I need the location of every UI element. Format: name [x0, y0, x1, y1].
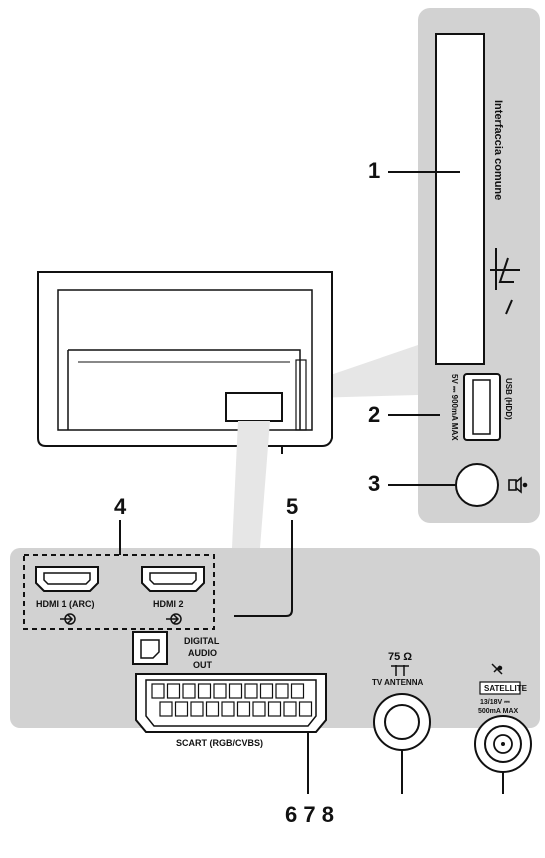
digital-audio-out-port: [132, 631, 168, 665]
satellite-rating-1: 13/18V ⎓: [480, 699, 510, 706]
scart-pin: [151, 683, 165, 699]
scart-pin: [290, 683, 305, 699]
tv-terminal-area: [225, 392, 283, 422]
scart-label: SCART (RGB/CVBS): [176, 738, 263, 748]
callout-2: 2: [368, 402, 380, 427]
satellite-rating-2: 500mA MAX: [478, 708, 519, 715]
hdmi1-port: [35, 566, 99, 592]
common-interface-slot: [435, 33, 485, 365]
hdmi1-input-icon: [60, 613, 76, 625]
scart-pin: [174, 701, 189, 717]
digital-audio-label-2: AUDIO: [188, 648, 217, 658]
scart-pin: [205, 701, 220, 717]
scart-pin: [221, 701, 235, 717]
usb-port: [463, 373, 501, 441]
scart-pin: [166, 683, 181, 699]
scart-pin: [252, 701, 266, 717]
scart-pin: [213, 683, 227, 699]
callout-3: 3: [368, 471, 380, 496]
antenna-ohm-label: 75 Ω: [388, 651, 412, 663]
callout-5-leader: [234, 520, 293, 617]
antenna-label: TV ANTENNA: [372, 678, 423, 687]
scart-pin: [283, 701, 297, 717]
common-interface-label: Interfaccia comune: [492, 100, 504, 200]
hdmi2-label: HDMI 2: [153, 599, 184, 609]
scart-pin: [267, 701, 282, 717]
bottom-zoom-leader: [232, 421, 270, 548]
tv-antenna-port: [373, 693, 431, 751]
scart-pin: [298, 701, 313, 717]
scart-pin: [182, 683, 196, 699]
antenna-icon: [391, 665, 409, 676]
scart-port: [135, 673, 327, 733]
tv-back-view: [37, 271, 418, 454]
digital-audio-label-1: DIGITAL: [184, 636, 220, 646]
hdmi2-input-icon: [166, 613, 182, 625]
scart-pin: [259, 683, 274, 699]
ci-card-icon: [490, 248, 520, 315]
satellite-port: [474, 715, 532, 773]
hdmi1-label: HDMI 1 (ARC): [36, 599, 95, 609]
hdmi2-port: [141, 566, 205, 592]
scart-pin: [197, 683, 212, 699]
callout-4: 4: [114, 494, 127, 519]
callout-1: 1: [368, 158, 380, 183]
satellite-label-box: [479, 681, 521, 695]
scart-pin: [275, 683, 289, 699]
satellite-dish-icon: [491, 663, 503, 675]
usb-rating-label: 5V ⎓ 900mA MAX: [450, 374, 459, 441]
side-zoom-leader: [310, 345, 418, 398]
scart-pin: [159, 701, 173, 717]
scart-pin: [228, 683, 243, 699]
headphone-icon: [508, 476, 528, 494]
usb-label: USB (HDD): [504, 378, 513, 420]
digital-audio-label-3: OUT: [193, 660, 213, 670]
satellite-label: SATELLITE: [484, 684, 528, 693]
callout-6-7-8: 6 7 8: [285, 802, 334, 827]
callout-5: 5: [286, 494, 298, 519]
headphone-jack: [455, 463, 499, 507]
scart-pin: [190, 701, 204, 717]
scart-pin: [244, 683, 258, 699]
scart-pin: [236, 701, 251, 717]
